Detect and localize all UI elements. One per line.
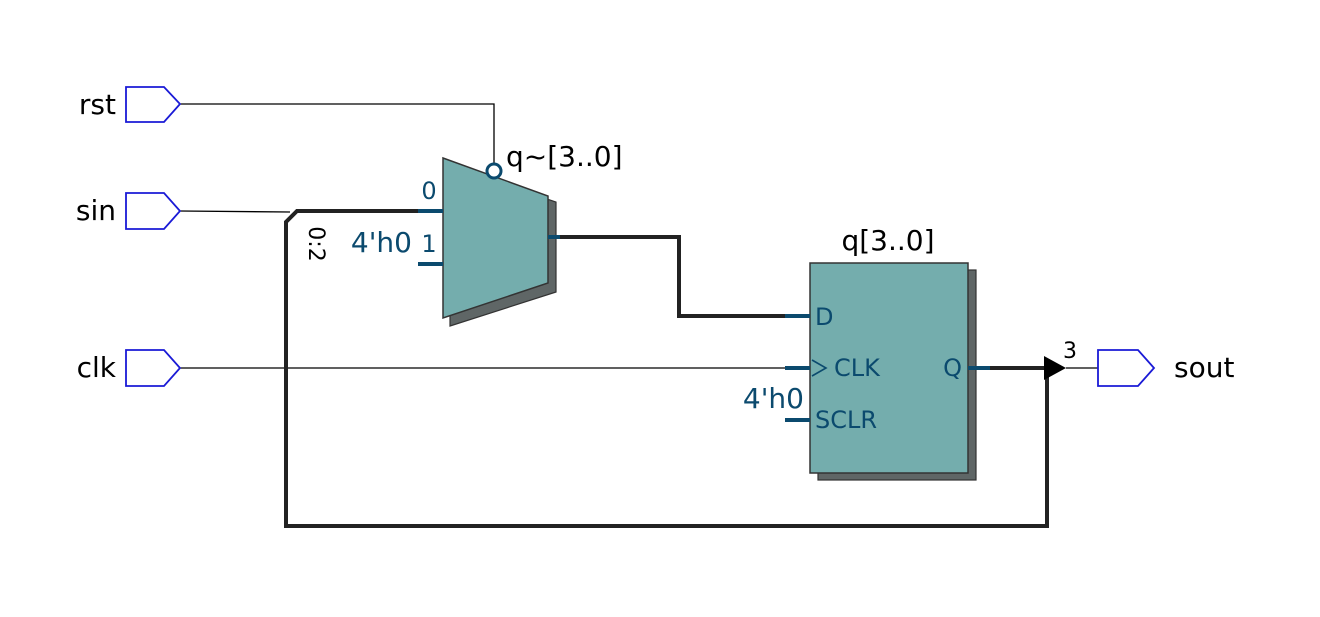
reg-clk-edge-icon [811, 359, 828, 377]
input-port-rst[interactable]: rst [79, 86, 182, 123]
bus-tap-arrow [1044, 356, 1066, 380]
mux-instance-label: q~[3..0] [506, 140, 623, 173]
bus-tap-label: 3 [1063, 339, 1077, 364]
bus-slice-label: 0:2 [303, 226, 328, 261]
reg-d-label: D [815, 303, 833, 331]
wire-mux-to-reg [548, 235, 810, 318]
port-label-clk: clk [77, 351, 117, 384]
port-label-sin: sin [76, 194, 116, 227]
mux-select-inversion-bubble [485, 162, 503, 180]
mux-block[interactable]: 0 1 [418, 156, 560, 327]
register-instance-label: q[3..0] [841, 224, 934, 257]
register-block[interactable]: D CLK SCLR Q [785, 262, 990, 481]
reg-sclr-label: SCLR [815, 406, 877, 434]
reg-q-label: Q [943, 354, 962, 382]
port-label-rst: rst [79, 88, 116, 121]
wire-sin [179, 210, 291, 213]
mux-pin0-label: 0 [421, 177, 436, 205]
wire-feedback-bus [284, 209, 1049, 528]
input-port-sin[interactable]: sin [76, 192, 182, 230]
wire-rst [180, 103, 495, 163]
register-sclr-const: 4'h0 [743, 382, 804, 415]
output-port-sout[interactable]: sout [1097, 349, 1234, 387]
mux-pin1-label: 1 [421, 230, 436, 258]
mux-const-input: 4'h0 [351, 226, 412, 259]
port-label-sout: sout [1174, 351, 1234, 384]
input-port-clk[interactable]: clk [77, 349, 182, 387]
reg-clk-label: CLK [834, 354, 881, 382]
